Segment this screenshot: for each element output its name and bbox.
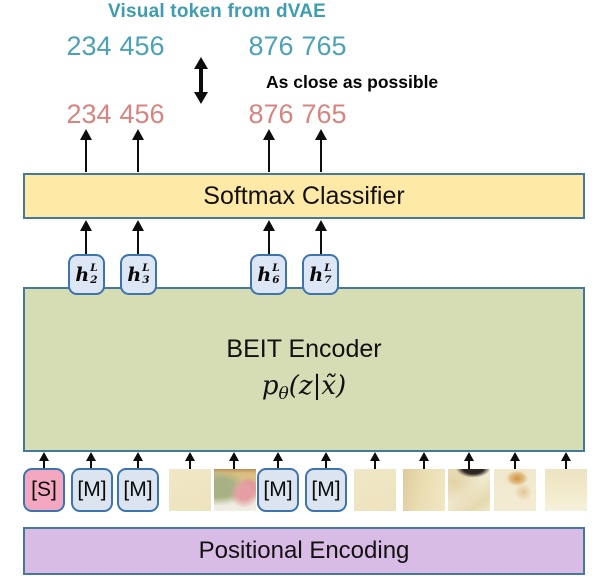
encoder-formula: pθ(z|x̃) <box>262 371 346 404</box>
hidden-token-base: h <box>75 263 90 286</box>
hidden-token-sup: L <box>142 262 150 275</box>
up-arrow <box>130 129 146 172</box>
input-token-mask-3: [M] <box>257 468 299 512</box>
input-patch-4 <box>403 469 445 511</box>
up-arrow <box>318 452 334 469</box>
predicted-token-1: 234 <box>66 99 112 129</box>
double-arrow-icon <box>193 57 209 104</box>
as-close-as-possible-label: As close as possible <box>266 72 439 92</box>
up-arrow <box>507 452 523 469</box>
up-arrow <box>461 452 477 469</box>
hidden-token-base: h <box>127 263 142 286</box>
hidden-token-sub: 2 <box>90 273 98 286</box>
predicted-token-3: 876 <box>248 99 294 129</box>
input-token-mask-4: [M] <box>305 468 347 512</box>
up-arrow <box>558 452 574 469</box>
up-arrow <box>182 452 198 469</box>
formula-subscript: θ <box>278 384 289 404</box>
input-patch-6 <box>494 469 536 511</box>
target-token-1: 234 <box>66 31 112 61</box>
input-token-mask-1: [M] <box>71 468 113 512</box>
formula-args: (z|x̃) <box>288 371 347 401</box>
up-arrow <box>367 452 383 469</box>
formula-base: p <box>261 371 279 401</box>
input-token-start: [S] <box>23 468 65 512</box>
up-arrow <box>36 452 52 469</box>
hidden-token-base: h <box>309 263 324 286</box>
up-arrow <box>78 129 94 172</box>
predicted-token-4: 765 <box>301 99 347 129</box>
hidden-token-sup: L <box>90 262 98 275</box>
positional-encoding-label: Positional Encoding <box>198 537 410 564</box>
token-label: [M] <box>123 478 153 501</box>
up-arrow <box>313 129 329 172</box>
hidden-token-sup: L <box>324 262 332 275</box>
positional-encoding-box: Positional Encoding <box>23 527 585 575</box>
input-patch-5 <box>448 469 490 511</box>
visual-token-title: Visual token from dVAE <box>107 1 327 22</box>
up-arrow <box>226 452 242 469</box>
target-token-3: 876 <box>248 31 294 61</box>
softmax-classifier-label: Softmax Classifier <box>203 181 405 210</box>
input-patch-7 <box>545 469 587 511</box>
beit-encoder-label: BEIT Encoder <box>226 335 382 363</box>
hidden-token-sub: 6 <box>272 273 280 286</box>
beit-encoder-box: BEIT Encoder pθ(z|x̃) <box>23 287 585 452</box>
input-token-mask-2: [M] <box>117 468 159 512</box>
token-label: [S] <box>31 478 57 501</box>
input-patch-1 <box>169 469 211 511</box>
token-label: [M] <box>77 478 107 501</box>
hidden-token-sub: 3 <box>142 273 150 286</box>
up-arrow <box>416 452 432 469</box>
up-arrow <box>130 452 146 469</box>
up-arrow <box>270 452 286 469</box>
up-arrow <box>83 452 99 469</box>
softmax-classifier-box: Softmax Classifier <box>23 173 585 219</box>
token-label: [M] <box>311 478 341 501</box>
up-arrow <box>261 220 277 254</box>
up-arrow <box>313 220 329 254</box>
up-arrow <box>78 220 94 254</box>
token-label: [M] <box>263 478 293 501</box>
hidden-token-base: h <box>257 263 272 286</box>
up-arrow <box>130 220 146 254</box>
input-patch-2 <box>214 469 256 511</box>
target-token-4: 765 <box>301 31 347 61</box>
target-token-2: 456 <box>119 31 165 61</box>
input-patch-3 <box>354 469 396 511</box>
up-arrow <box>261 129 277 172</box>
hidden-token-sup: L <box>272 262 280 275</box>
predicted-token-2: 456 <box>119 99 165 129</box>
hidden-token-sub: 7 <box>324 273 332 286</box>
